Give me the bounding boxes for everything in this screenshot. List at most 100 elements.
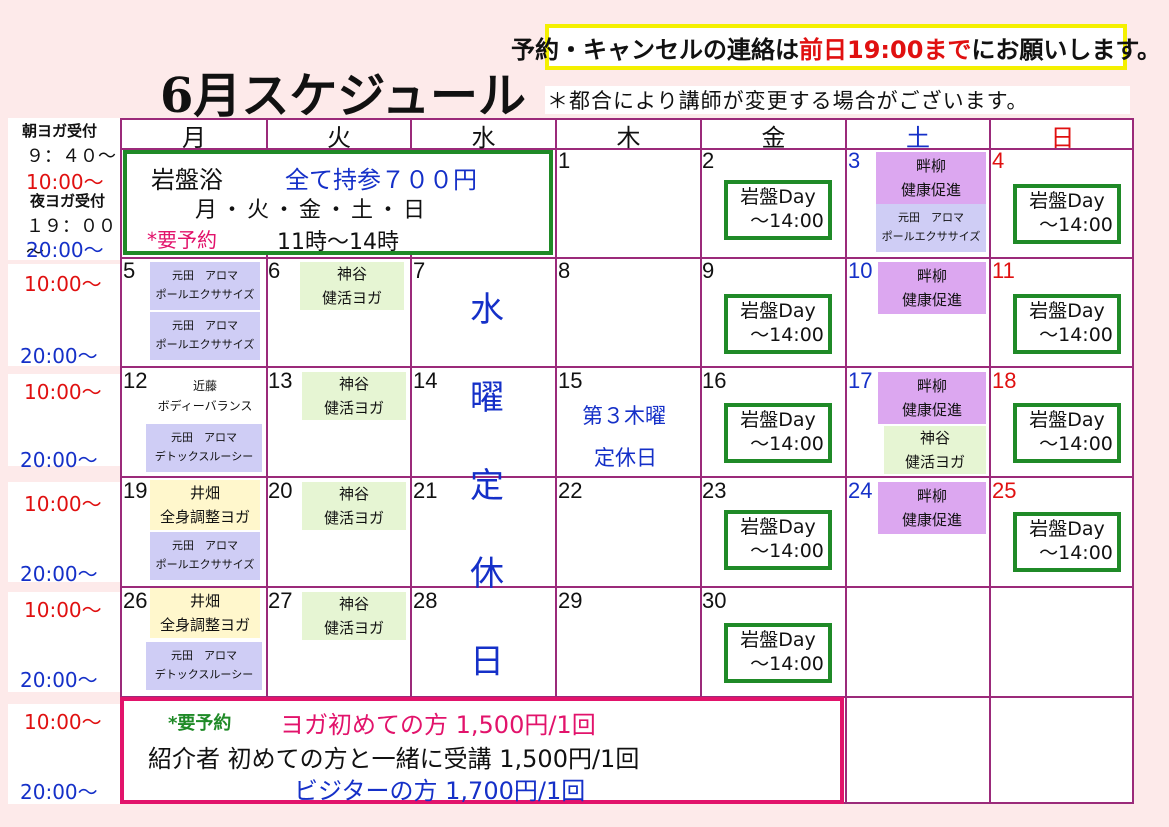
- ganban-time: ～14:00: [750, 324, 824, 346]
- ganban-time: ～14:00: [1039, 214, 1113, 236]
- day-header-fri: 金: [761, 123, 786, 152]
- date-3: 3: [848, 148, 861, 173]
- date-25: 25: [992, 478, 1017, 503]
- price-referral: 紹介者 初めての方と一緒に受講 1,500円/1回: [148, 745, 640, 773]
- date-14: 14: [413, 368, 438, 393]
- row-end: 20:00～: [20, 448, 98, 472]
- date-29: 29: [558, 588, 583, 613]
- day-header-sat: 土: [906, 123, 930, 152]
- price-box: *要予約 ヨガ初めての方 1,500円/1回 紹介者 初めての方と一緒に受講 1…: [120, 697, 844, 805]
- ganban-label: 岩盤Day: [740, 409, 816, 432]
- morning-start: 10:00～: [26, 170, 104, 194]
- banner-reserve: *要予約: [147, 228, 217, 252]
- class-jingu-13: 神谷健活ヨガ: [302, 372, 406, 420]
- row-end: 20:00～: [20, 344, 98, 368]
- date-6: 6: [268, 258, 281, 283]
- price-reserve: *要予約: [168, 713, 232, 734]
- class-azena-24: 畔柳健康促進: [878, 482, 986, 534]
- date-27: 27: [268, 588, 293, 613]
- side-row-4: 10:00～ 20:00～: [8, 482, 120, 586]
- date-21: 21: [413, 478, 438, 503]
- ganban-time: ～14:00: [750, 433, 824, 455]
- night-time: １９：００～: [26, 216, 116, 263]
- date-13: 13: [268, 368, 293, 393]
- date-1: 1: [558, 148, 571, 173]
- date-16: 16: [702, 368, 727, 393]
- ganban-label: 岩盤Day: [1029, 409, 1105, 432]
- ganban-day-9: 岩盤Day～14:00: [724, 294, 832, 354]
- ganban-day-25: 岩盤Day～14:00: [1013, 512, 1121, 572]
- ganban-time: ～14:00: [750, 653, 824, 675]
- notice-box: 予約・キャンセルの連絡は 前日19:00まで にお願いします。: [511, 24, 1161, 70]
- side-row-3: 10:00～ 20:00～: [8, 374, 120, 472]
- thu-closed-line2: 定休日: [594, 446, 657, 470]
- row-start: 10:00～: [24, 598, 102, 622]
- date-8: 8: [558, 258, 571, 283]
- day-header-tue: 火: [327, 123, 351, 152]
- day-header-wed: 水: [471, 123, 496, 152]
- row-start: 10:00～: [24, 380, 102, 404]
- class-jingu-27: 神谷健活ヨガ: [302, 592, 406, 640]
- ganban-time: ～14:00: [1039, 542, 1113, 564]
- ganban-day-23: 岩盤Day～14:00: [724, 510, 832, 570]
- class-pole-5b: 元田 アロマポールエクササイズ: [150, 312, 260, 360]
- side-row-2: 10:00～ 20:00～: [8, 264, 120, 368]
- day-header-sun: 日: [1050, 123, 1075, 152]
- ganban-day-16: 岩盤Day～14:00: [724, 403, 832, 463]
- night-end: 20:00～: [26, 238, 104, 262]
- class-jingu-20: 神谷健活ヨガ: [302, 482, 406, 530]
- banner-title: 岩盤浴: [151, 166, 223, 194]
- ganban-time: ～14:00: [750, 210, 824, 232]
- notice-deadline: 前日19:00まで: [799, 35, 972, 64]
- class-detox-26: 元田 アロマデトックスルーシー: [146, 642, 262, 690]
- class-jingu-17: 神谷健活ヨガ: [884, 426, 986, 474]
- day-header-thu: 木: [616, 123, 641, 152]
- date-4: 4: [992, 148, 1005, 173]
- ganban-time: ～14:00: [1039, 324, 1113, 346]
- ganban-day-30: 岩盤Day～14:00: [724, 623, 832, 683]
- ganban-day-18: 岩盤Day～14:00: [1013, 403, 1121, 463]
- wed-closed-5: 日: [470, 642, 504, 682]
- date-24: 24: [848, 478, 873, 503]
- row-start: 10:00～: [24, 710, 102, 734]
- date-9: 9: [702, 258, 715, 283]
- date-10: 10: [848, 258, 873, 283]
- ganban-banner: 岩盤浴 全て持参７００円 月・火・金・土・日 *要予約 11時～14時: [123, 150, 553, 255]
- date-26: 26: [123, 588, 148, 613]
- date-18: 18: [992, 368, 1017, 393]
- row-start: 10:00～: [24, 272, 102, 296]
- class-ihata-19: 井畑全身調整ヨガ: [150, 480, 260, 530]
- row-end: 20:00～: [20, 562, 98, 586]
- ganban-day-11: 岩盤Day～14:00: [1013, 294, 1121, 354]
- ganban-day-2: 岩盤Day～14:00: [724, 180, 832, 240]
- ganban-time: ～14:00: [750, 540, 824, 562]
- day-header-mon: 月: [182, 123, 206, 152]
- class-kondo-12: 近藤ボディーバランス: [157, 378, 253, 413]
- date-22: 22: [558, 478, 583, 503]
- price-first-time: ヨガ初めての方 1,500円/1回: [280, 711, 596, 739]
- row-end: 20:00～: [20, 668, 98, 692]
- row-start: 10:00～: [24, 492, 102, 516]
- ganban-time: ～14:00: [1039, 433, 1113, 455]
- class-azena-3: 畔柳健康促進: [876, 152, 986, 204]
- thu-closed-line1: 第３木曜: [582, 404, 666, 428]
- date-15: 15: [558, 368, 583, 393]
- class-detox-12: 元田 アロマデトックスルーシー: [146, 424, 262, 472]
- date-30: 30: [702, 588, 727, 613]
- class-pole-19: 元田 アロマポールエクササイズ: [150, 532, 260, 580]
- date-20: 20: [268, 478, 293, 503]
- wed-closed-3: 定: [470, 466, 504, 506]
- class-azena-17: 畔柳健康促進: [878, 372, 986, 424]
- wed-closed-2: 曜: [470, 378, 504, 418]
- page-title: 6月スケジュール: [160, 68, 527, 124]
- class-azena-10: 畔柳健康促進: [878, 262, 986, 314]
- date-2: 2: [702, 148, 715, 173]
- date-28: 28: [413, 588, 438, 613]
- ganban-day-4: 岩盤Day～14:00: [1013, 184, 1121, 244]
- ganban-label: 岩盤Day: [740, 629, 816, 652]
- date-12: 12: [123, 368, 148, 393]
- ganban-label: 岩盤Day: [740, 186, 816, 209]
- date-11: 11: [992, 258, 1015, 283]
- wed-closed-1: 水: [470, 290, 504, 330]
- ganban-label: 岩盤Day: [1029, 300, 1105, 323]
